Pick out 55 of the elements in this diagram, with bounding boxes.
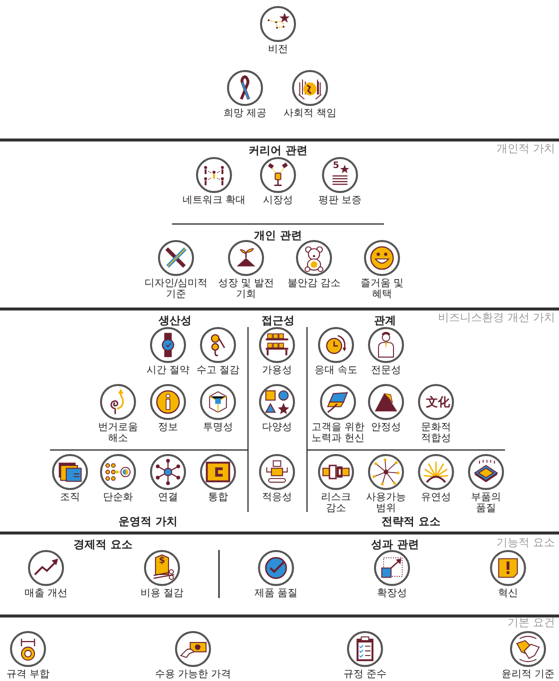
icon-text: 5 bbox=[332, 161, 340, 171]
value-label: 단순화 bbox=[102, 492, 134, 503]
group-heading: 성과 관련 bbox=[371, 537, 419, 552]
value-label: 혁신 bbox=[497, 588, 519, 599]
value-label: 확장성 bbox=[376, 588, 408, 599]
value-label: 비전 bbox=[267, 44, 289, 55]
tier-label: 비즈니스환경 개선 가치 bbox=[438, 312, 555, 324]
value-label: 가용성 bbox=[261, 365, 293, 376]
tier-label: 기본 요건 bbox=[508, 617, 555, 629]
group-heading: 개인 관련 bbox=[254, 228, 302, 243]
value-label: 수용 가능한 가격 bbox=[154, 669, 232, 680]
value-label: 희망 제공 bbox=[222, 108, 268, 119]
value-label: 적응성 bbox=[261, 492, 293, 503]
group-heading: 접근성 bbox=[262, 313, 294, 328]
value-label: 전문성 bbox=[370, 365, 402, 376]
group-heading: 커리어 관련 bbox=[248, 143, 308, 158]
value-label: 제품 품질 bbox=[253, 588, 299, 599]
value-label: 규격 부합 bbox=[5, 669, 51, 680]
value-label: 즐거움 및 혜택 bbox=[359, 278, 405, 300]
value-label: 시장성 bbox=[262, 195, 294, 206]
value-label: 윤리적 기준 bbox=[500, 669, 556, 680]
value-label: 통합 bbox=[207, 492, 229, 503]
value-label: 성장 및 발전 기회 bbox=[216, 278, 276, 300]
value-label: 규정 준수 bbox=[342, 669, 388, 680]
group-heading: 생산성 bbox=[158, 313, 192, 328]
group-heading: 관계 bbox=[374, 313, 396, 328]
group-heading: 운영적 가치 bbox=[118, 514, 178, 529]
value-label: 연결 bbox=[157, 492, 179, 503]
value-label: 안정성 bbox=[370, 422, 402, 433]
value-label: 정보 bbox=[157, 422, 179, 433]
value-label: 응대 속도 bbox=[313, 365, 359, 376]
value-label: 평판 보증 bbox=[317, 195, 363, 206]
tier-label: 개인적 가치 bbox=[496, 143, 555, 155]
value-label: 네트워크 확대 bbox=[181, 195, 247, 206]
group-heading: 전략적 요소 bbox=[382, 514, 440, 529]
value-label: 리스크 감소 bbox=[320, 492, 352, 514]
value-label: 수고 절감 bbox=[195, 365, 241, 376]
value-label: 매출 개선 bbox=[23, 588, 69, 599]
value-label: 부품의 품질 bbox=[470, 492, 502, 514]
icon-text: $ bbox=[158, 556, 166, 566]
value-label: 디자인/심미적 기준 bbox=[143, 278, 209, 300]
value-label: 조직 bbox=[59, 492, 81, 503]
value-label: 번거로움 해소 bbox=[97, 422, 139, 444]
value-label: 비용 절감 bbox=[139, 588, 185, 599]
icon-text: 文化 bbox=[425, 394, 451, 411]
value-label: 시간 절약 bbox=[145, 365, 191, 376]
value-label: 다양성 bbox=[261, 422, 293, 433]
value-label: 고객을 위한 노력과 헌신 bbox=[310, 422, 366, 444]
value-label: 사용가능 범위 bbox=[365, 492, 407, 514]
value-label: 투명성 bbox=[202, 422, 234, 433]
value-label: 문화적 적합성 bbox=[420, 422, 452, 444]
value-label: 유연성 bbox=[420, 492, 452, 503]
value-label: 사회적 책임 bbox=[282, 108, 338, 119]
group-heading: 경제적 요소 bbox=[74, 537, 132, 552]
value-label: 불안감 감소 bbox=[286, 278, 342, 289]
